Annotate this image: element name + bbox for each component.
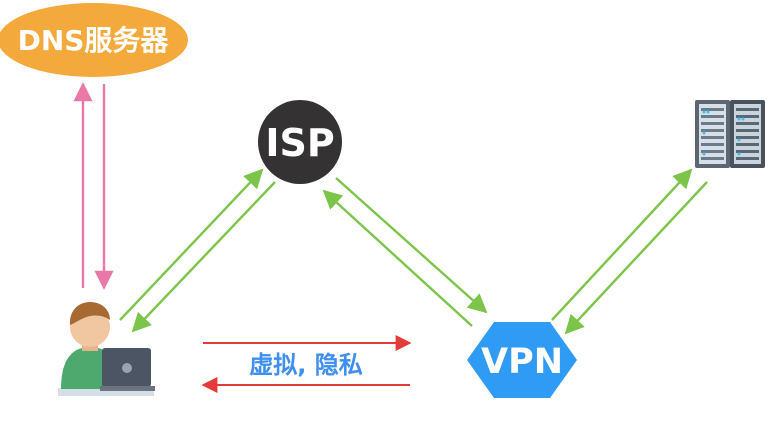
server-to-vpn-arrow (564, 181, 708, 335)
isp-to-user-arrow (131, 181, 276, 333)
dns-server-label: DNS服务器 (18, 24, 170, 57)
vpn-node: VPN (467, 322, 577, 398)
vpn-to-isp-arrow (322, 189, 473, 327)
isp-node: ISP (258, 100, 342, 184)
server-rack-icon (695, 100, 765, 168)
vpn-label: VPN (481, 342, 563, 382)
isp-label: ISP (265, 121, 334, 165)
user-to-isp-arrow (119, 168, 264, 321)
user-icon (58, 302, 155, 396)
dns-server-node: DNS服务器 (0, 3, 188, 77)
vpn-to-server-arrow (551, 168, 693, 321)
virtual-privacy-label: 虚拟, 隐私 (249, 351, 362, 379)
isp-to-vpn-arrow (335, 177, 488, 314)
